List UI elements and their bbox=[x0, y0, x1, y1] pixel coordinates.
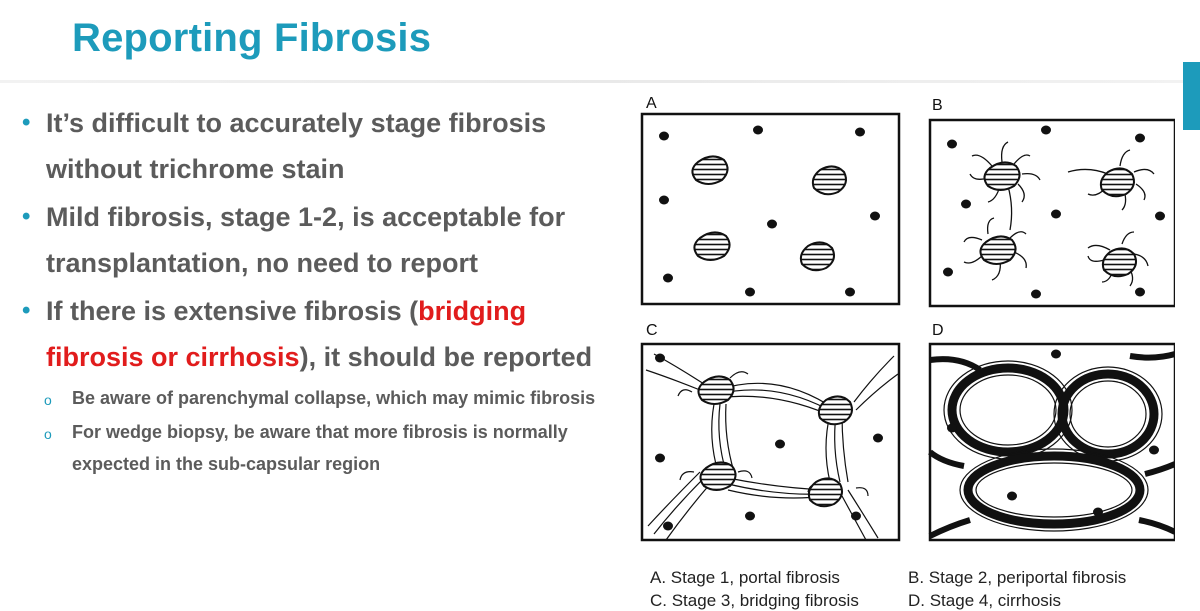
panel-letter-d: D bbox=[932, 322, 944, 339]
fibrosis-diagram: A B C D bbox=[640, 95, 1175, 542]
caption-stage-1: A. Stage 1, portal fibrosis bbox=[650, 568, 840, 587]
bullet-item: • It’s difficult to accurately stage fib… bbox=[22, 100, 622, 192]
sub-bullet-text: For wedge biopsy, be aware that more fib… bbox=[72, 422, 568, 474]
panel-a-portal-fibrosis bbox=[640, 112, 901, 306]
bullet-text: Mild fibrosis, stage 1-2, is acceptable … bbox=[46, 202, 566, 278]
caption-stage-4: D. Stage 4, cirrhosis bbox=[908, 591, 1062, 610]
hollow-circle-icon: o bbox=[44, 392, 52, 408]
panel-b-periportal-fibrosis bbox=[928, 118, 1175, 308]
bullet-item: • Mild fibrosis, stage 1-2, is acceptabl… bbox=[22, 194, 622, 286]
bullet-dot-icon: • bbox=[22, 203, 31, 230]
panel-letter-b: B bbox=[932, 97, 943, 114]
caption-stage-2: B. Stage 2, periportal fibrosis bbox=[908, 568, 1127, 587]
bullet-dot-icon: • bbox=[22, 297, 31, 324]
bullet-list: • It’s difficult to accurately stage fib… bbox=[22, 100, 622, 480]
panel-c-bridging-fibrosis bbox=[640, 342, 901, 542]
slide-title: Reporting Fibrosis bbox=[72, 16, 432, 60]
bullet-text-after: ), it should be reported bbox=[299, 342, 593, 372]
bullet-highlight: bridging fibrosis or cirrhosis bbox=[46, 296, 527, 372]
bullet-text-before: If there is extensive fibrosis ( bbox=[46, 296, 419, 326]
accent-bar bbox=[1183, 62, 1200, 130]
panel-letter-c: C bbox=[646, 322, 658, 339]
bullet-item: • If there is extensive fibrosis (bridgi… bbox=[22, 288, 622, 380]
hollow-circle-icon: o bbox=[44, 426, 52, 442]
header-divider bbox=[0, 80, 1200, 83]
panel-d-cirrhosis bbox=[928, 342, 1175, 542]
sub-bullet-text: Be aware of parenchymal collapse, which … bbox=[72, 388, 596, 408]
caption-stage-3: C. Stage 3, bridging fibrosis bbox=[650, 591, 859, 610]
sub-bullet-item: o For wedge biopsy, be aware that more f… bbox=[22, 416, 622, 480]
bullet-text: It’s difficult to accurately stage fibro… bbox=[46, 108, 547, 184]
bullet-dot-icon: • bbox=[22, 109, 31, 136]
panel-letter-a: A bbox=[646, 95, 657, 112]
fibrosis-staging-figure: A B C D bbox=[630, 92, 1175, 610]
sub-bullet-item: o Be aware of parenchymal collapse, whic… bbox=[22, 382, 622, 414]
